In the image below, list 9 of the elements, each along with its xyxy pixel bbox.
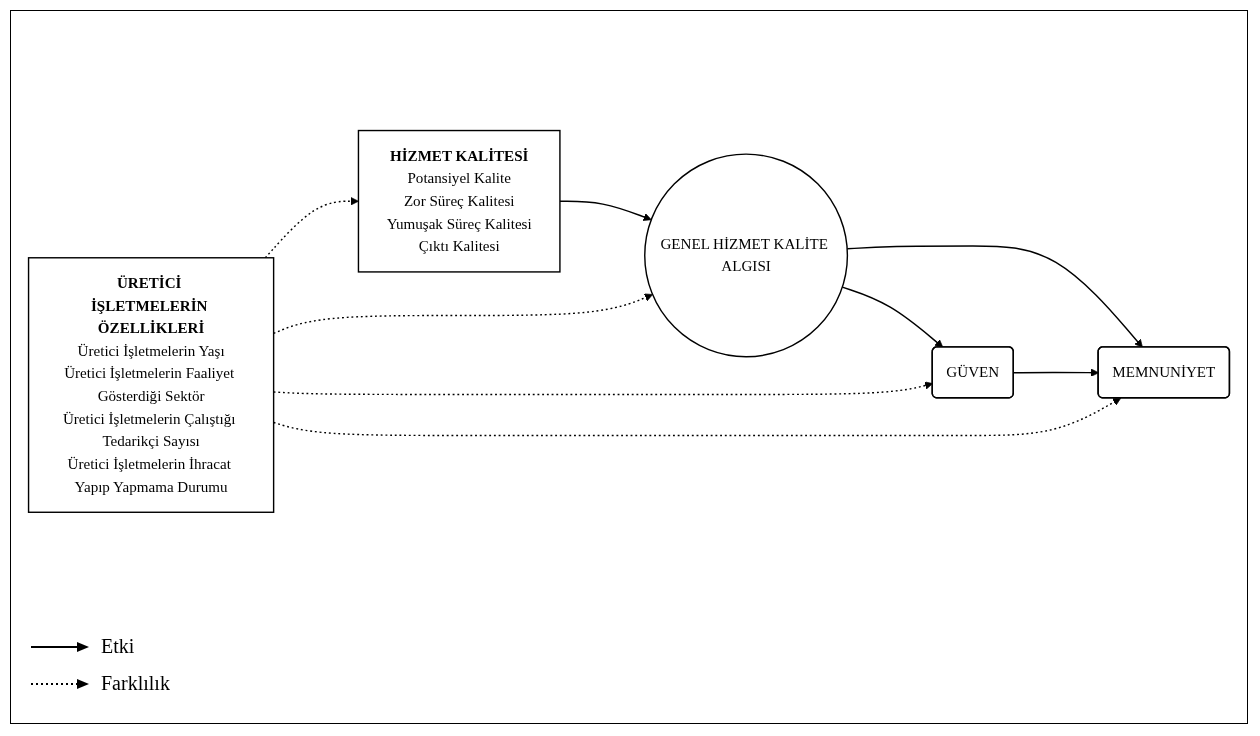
- node-circle: GENEL HİZMET KALİTE ALGISI: [644, 153, 849, 358]
- legend-label: Farklılık: [101, 672, 170, 695]
- arrow: [841, 286, 944, 348]
- legend-label: Etki: [101, 635, 135, 658]
- arrow: [1013, 368, 1099, 377]
- node-box: ÜRETİCİ İŞLETMELERİN ÖZELLİKLERİ Üretici İşletmelerin Yaşı Üretici İşletmelerin Faaliyet Gösterdiği Sektör Üretici İşletmelerin Çalıştığı Tedarikçi Sayısı Üretici İşletmelerin İhracat Yapıp Yapmama Durumu: [27, 256, 275, 513]
- arrow: [559, 200, 652, 221]
- arrow: [846, 244, 1143, 348]
- node-box: HİZMET KALİTESİ Potansiyel Kalite Zor Süreç Kalitesi Yumuşak Süreç Kalitesi Çıktı Kalitesi: [357, 129, 561, 273]
